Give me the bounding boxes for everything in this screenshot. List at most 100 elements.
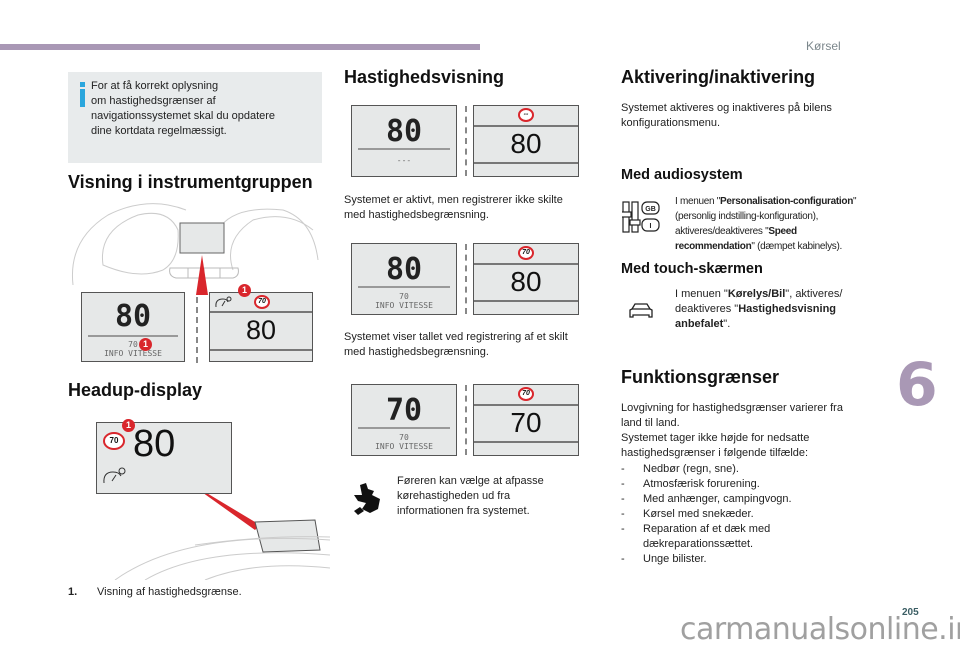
instrument-tft-display: 70 80 1 [209,284,313,362]
list-item: -Unge bilister. [621,553,707,565]
intro-line: Lovgivning for hastighedsgrænser variere… [621,402,843,414]
option-name: Hastighedsvisning anbefalet [675,303,837,330]
audio-instructions: I menuen "Personalisation-configuration"… [675,194,875,254]
intro-line: Systemet aktiveres og inaktiveres på bil… [621,102,832,114]
text: ", aktiveres/ deaktiveres " [675,288,843,315]
text: aktiveres/deaktiveres " [675,226,769,237]
list-item: -Med anhænger, campingvogn. [621,493,792,505]
info-line: navigationssystemet skal du opdatere [91,110,276,122]
tft-speed: 70 [510,407,542,438]
lcd-info-label: INFO VITESSE [375,442,433,451]
caption-line: Systemet er aktivt, men registrerer ikke… [344,194,563,206]
lcd-speed: 80 [114,299,152,334]
tft-display-state3: 70 70 [473,384,579,456]
lcd-display-state3: 70 70 INFO VITESSE [351,384,457,456]
intro-line: hastighedsgrænser i følgende tilfælde: [621,447,809,459]
speed-limit-sign: 70 [254,295,270,309]
lcd-info-label: INFO VITESSE [375,301,433,310]
list-item: -Nedbør (regn, sne). [621,463,739,475]
text: (personlig indstilling-konfiguration), [675,211,819,222]
text: I menuen " [675,288,728,300]
text: " [853,196,857,207]
option-name: Speed recommendation [675,226,797,252]
windshield-illustration [114,480,330,580]
svg-text:GB: GB [645,206,656,213]
tft-divider [474,162,578,164]
note-line: kørehastigheden ud fra [397,490,511,502]
car-icon [629,303,653,318]
limitations-list: -Nedbør (regn, sne). -Atmosfærisk forure… [621,462,861,567]
item-text: Med anhænger, campingvogn. [643,493,792,505]
speed-limit-sign: 70 [518,246,534,260]
lcd-info-label: INFO VITESSE [104,349,162,358]
item-text: Kørsel med snekæder. [643,508,754,520]
speedometer-icon [215,296,232,308]
list-item: -Reparation af et dæk med dækreparations… [621,523,771,550]
lcd-sign-value: 70 [399,292,409,301]
separator-dashed [465,244,467,314]
tft-divider [210,311,312,313]
lcd-sign-value: 70 [399,433,409,442]
separator-dashed [465,106,467,176]
item-text: Atmosfærisk forurening. [643,478,760,490]
item-text: Unge bilister. [643,553,707,565]
lcd-display-state1: 80 --- [351,105,457,177]
heading-instrument-cluster: Visning i instrumentgruppen [68,172,313,192]
text: " (dæmpet kabinelys). [751,241,842,252]
hud-display: 70 80 1 [96,419,232,494]
lcd-speed: 70 [385,393,423,428]
limitations-intro: Lovgivning for hastighedsgrænser variere… [621,401,843,461]
tft-speed: 80 [245,315,277,345]
activation-intro: Systemet aktiveres og inaktiveres på bil… [621,101,832,131]
caption-line: med hastighedsbegrænsning. [344,346,489,358]
info-icon [80,82,85,108]
hud-speed: 80 [133,423,176,465]
tft-divider [474,125,578,127]
lcd-sign-value: 70 [128,340,138,349]
chapter-number-tab[interactable]: 6 [896,350,938,420]
footnote-text: Visning af hastighedsgrænse. [97,586,242,598]
intro-line: land til land. [621,417,680,429]
chapter-color-bar [0,44,480,50]
list-item: -Kørsel med snekæder. [621,508,754,520]
state1-caption: Systemet er aktivt, men registrerer ikke… [344,193,563,223]
info-line: om hastighedsgrænser af [91,95,216,107]
speed-limit-sign: 70 [103,432,125,450]
speed-limit-sign: 70 [518,387,534,401]
tft-display-state1: -- 80 [473,105,579,177]
caption-line: Systemet viser tallet ved registrering a… [344,331,568,343]
hand-pointing-icon [354,483,380,515]
tft-display-state2: 70 80 [473,243,579,315]
heading-audio-system: Med audiosystem [621,167,743,183]
intro-line: Systemet tager ikke højde for nedsatte [621,432,810,444]
item-text: Nedbør (regn, sne). [643,463,739,475]
lcd-speed: 80 [385,252,423,287]
lcd-divider [358,427,450,429]
note-line: informationen fra systemet. [397,505,530,517]
separator-dashed [196,297,198,363]
callout-badge: 1 [139,338,152,351]
speedometer-icon [103,467,126,484]
info-line: For at få korrekt oplysning [91,80,219,92]
audio-settings-icon: GB I [622,201,660,233]
tft-divider [474,441,578,443]
lcd-divider [358,148,450,150]
info-text: For at få korrekt oplysning om hastighed… [91,79,275,139]
caption-line: med hastighedsbegrænsning. [344,209,489,221]
heading-speed-display: Hastighedsvisning [344,67,505,87]
instrument-cluster-illustration [71,203,319,295]
touchscreen-instructions: I menuen "Kørelys/Bil", aktiveres/ deakt… [675,287,865,332]
driver-note: Føreren kan vælge at afpasse kørehastigh… [397,474,544,519]
svg-text:I: I [650,223,652,230]
callout-badge: 1 [238,284,251,297]
lcd-divider [358,286,450,288]
footnote-number: 1. [68,586,78,598]
tft-speed: 80 [510,128,542,159]
heading-touchscreen: Med touch-skærmen [621,261,763,277]
page-number: 205 [902,607,919,618]
tft-divider [210,349,312,351]
instrument-lcd-display: 80 70 INFO VITESSE 1 [81,292,185,362]
lcd-sub: --- [396,156,412,165]
speed-limit-sign: -- [518,108,534,122]
heading-headup-display: Headup-display [68,380,203,400]
